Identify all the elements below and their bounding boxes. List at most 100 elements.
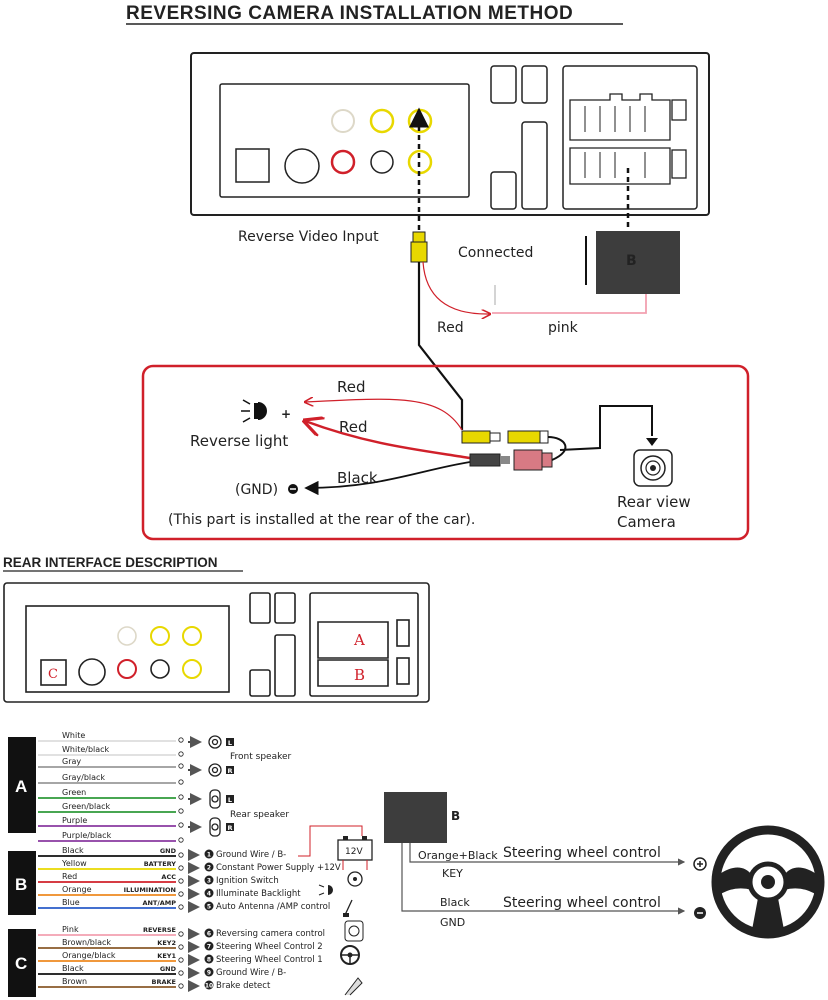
group-c-wire-label: Brown/black	[62, 938, 111, 947]
key-wire	[409, 843, 686, 866]
rca-plug-icon	[410, 231, 428, 263]
black-label: Black	[337, 469, 378, 487]
group-b-description: Ignition Switch	[216, 876, 279, 886]
wire-terminal	[178, 931, 184, 937]
interface-label-c: C	[48, 667, 58, 682]
group-c-wire-label: Pink	[62, 925, 79, 934]
wire-terminal	[178, 891, 184, 897]
head-unit-interface	[3, 582, 430, 703]
number-badge	[204, 862, 214, 872]
group-c-number: 8	[207, 957, 211, 964]
camera-label-line1: Rear view	[617, 493, 691, 511]
lr-label: L	[228, 796, 232, 804]
group-b-wire-label: Red	[62, 872, 77, 881]
connector-b-label: B	[626, 253, 637, 269]
group-c-number: 7	[207, 944, 211, 951]
wire-label-a: Purple	[62, 816, 87, 825]
group-b-number: 5	[207, 904, 211, 911]
wire-terminal	[178, 837, 184, 843]
pink-label: pink	[548, 320, 579, 336]
red-wire-top	[305, 399, 463, 431]
black-gnd-label: Black	[440, 896, 470, 909]
group-b-wire-label: Blue	[62, 898, 80, 907]
wire-terminal	[178, 822, 184, 828]
group-b-description: Ground Wire / B-	[216, 850, 286, 860]
wire-terminal	[178, 970, 184, 976]
gnd-wire	[401, 843, 686, 915]
wire-label-a: Gray/black	[62, 773, 105, 782]
number-badge	[204, 928, 214, 938]
rear-camera-icon	[633, 449, 673, 487]
group-b-pin-label: ILLUMINATION	[124, 886, 176, 894]
group-c-wire-label: Orange/black	[62, 951, 116, 960]
number-badge	[204, 980, 214, 990]
rear-installation-frame	[141, 364, 750, 541]
rear-speaker-label: Rear speaker	[230, 810, 289, 820]
group-b-wire-label: Orange	[62, 885, 92, 894]
connected-label: Connected	[458, 245, 533, 261]
red-label: Red	[437, 320, 464, 336]
gnd-steering-label: GND	[440, 916, 465, 929]
group-b-pin-label: BATTERY	[144, 860, 177, 868]
group-b-wire-label: Yellow	[61, 859, 87, 868]
group-c-wire-label: Black	[62, 964, 84, 973]
steering-box-label: B	[451, 809, 460, 823]
steering-box	[384, 792, 447, 843]
lr-badge	[226, 823, 234, 831]
gnd-label: (GND)	[235, 482, 278, 498]
group-c-pin-label: BRAKE	[152, 978, 176, 986]
ignition-key-icon	[347, 871, 363, 887]
interface-title: REAR INTERFACE DESCRIPTION	[3, 555, 218, 570]
group-c-description: Ground Wire / B-	[216, 968, 286, 978]
number-badge	[204, 875, 214, 885]
group-b-box	[8, 851, 36, 915]
reverse-video-input-label: Reverse Video Input	[238, 229, 379, 245]
number-badge	[204, 967, 214, 977]
wire-terminal	[178, 808, 184, 814]
number-badge	[204, 954, 214, 964]
black-wire-gnd	[304, 461, 471, 496]
camera-cable	[547, 405, 653, 461]
group-b-number: 3	[207, 878, 211, 885]
group-b-description: Auto Antenna /AMP control	[216, 902, 330, 912]
interface-label-a: A	[353, 631, 365, 649]
group-c-description: Reversing camera control	[216, 929, 325, 939]
steering-control-bottom: Steering wheel control	[503, 895, 661, 911]
wire-label-a: Green/black	[62, 802, 111, 811]
lr-badge	[226, 738, 234, 746]
battery-icon	[337, 836, 373, 870]
group-c-description: Brake detect	[216, 981, 271, 991]
reverse-light-icon	[241, 399, 267, 423]
group-a-label: A	[15, 777, 27, 796]
wire-terminal	[178, 737, 184, 743]
video-cable	[417, 262, 464, 430]
wire-terminal	[178, 852, 184, 858]
lr-label: R	[227, 767, 232, 775]
interface-label-b: B	[354, 666, 365, 684]
group-c-number: 10	[205, 983, 213, 990]
number-badge	[204, 941, 214, 951]
steering-small-icon	[340, 945, 360, 965]
pink-wire-connected	[492, 294, 647, 314]
red-wire-connected	[422, 261, 490, 314]
speaker-icons	[208, 735, 222, 837]
wire-terminal	[178, 865, 184, 871]
group-b-description: Constant Power Supply +12V	[216, 863, 341, 873]
red-mid-label: Red	[339, 418, 368, 436]
group-b-description: Illuminate Backlight	[216, 889, 301, 899]
group-c-pin-label: REVERSE	[143, 926, 176, 934]
group-c-pin-label: KEY2	[157, 939, 176, 947]
group-c-number: 6	[207, 931, 211, 938]
group-b-pin-label: GND	[160, 847, 177, 855]
camera-small-icon	[344, 920, 364, 942]
page-title: REVERSING CAMERA INSTALLATION METHOD	[126, 3, 573, 24]
camera-label-line2: Camera	[617, 513, 676, 531]
red-top-label: Red	[337, 378, 366, 396]
orange-black-label: Orange+Black	[418, 849, 498, 862]
number-badge	[204, 888, 214, 898]
front-speaker-label: Front speaker	[230, 752, 292, 762]
group-b-number: 1	[207, 852, 211, 859]
group-b-pin-label: ANT/AMP	[142, 899, 176, 907]
reverse-light-plus: +	[281, 407, 291, 421]
group-c-label: C	[15, 954, 27, 973]
